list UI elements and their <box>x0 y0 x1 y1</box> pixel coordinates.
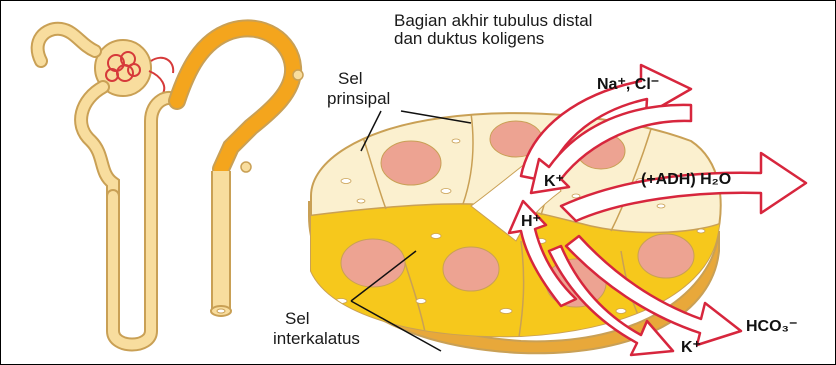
ion-na-cl: Na⁺, Cl⁻ <box>597 76 659 94</box>
ion-h2o: (+ADH) H₂O <box>641 171 731 189</box>
title-line-1: Bagian akhir tubulus distal <box>394 11 592 30</box>
intercalated-cell-label-line-2: interkalatus <box>273 329 360 348</box>
nephron <box>38 28 303 344</box>
ion-k-out: K⁺ <box>681 339 701 357</box>
principal-cell-label-line-2: prinsipal <box>327 89 390 108</box>
intercalated-cell-label-line-1: Sel <box>285 309 310 328</box>
principal-cell-label-line-1: Sel <box>338 69 363 88</box>
loop-of-henle <box>113 98 177 345</box>
ion-k-in: K⁺ <box>544 173 564 191</box>
ion-hco3: HCO₃⁻ <box>746 318 797 336</box>
ion-h: H⁺ <box>521 213 541 231</box>
title-line-2: dan duktus koligens <box>394 29 544 48</box>
tubule-cross-section <box>306 113 726 361</box>
